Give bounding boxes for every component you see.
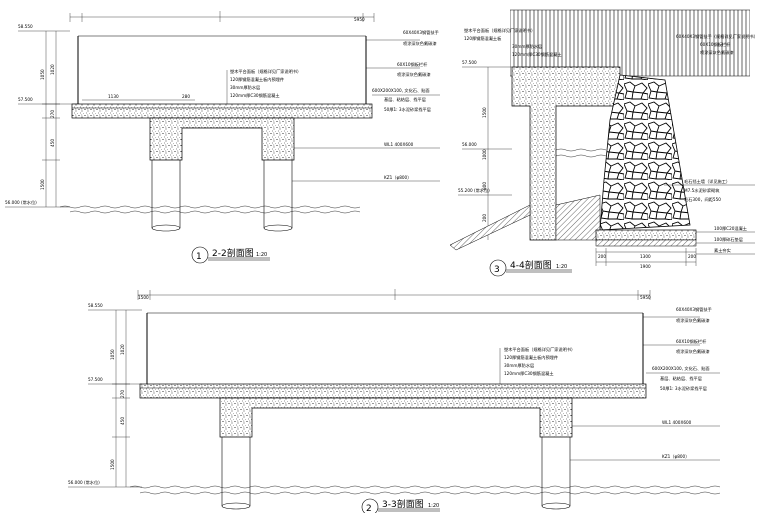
sec44-dim-1500: 1500 — [482, 107, 487, 118]
sec22-scale: 1:20 — [256, 252, 267, 258]
sec33-note-deck4: 120mm厚C30钢筋混凝土 — [504, 370, 554, 377]
sec22-note-beam3: 50厚1: 3水泥砂浆找平层 — [384, 106, 431, 113]
sec33-note-beam2: 基层、粘结层、找平层 — [660, 375, 702, 382]
sec33-note-deck1: 塑木平台面板（规格详见厂家说明书） — [504, 346, 575, 353]
sec44-level-top: 57.500 — [462, 60, 477, 65]
sec22-title-num: 1 — [196, 252, 202, 262]
sec22-dim-1130: 1130 — [108, 94, 119, 99]
sec22-dim-1020: 1020 — [50, 64, 55, 75]
sec33-dim-450: 450 — [120, 417, 125, 425]
sec22-title: 2-2剖面图 — [212, 247, 254, 259]
sec33-dim-1020: 1020 — [120, 344, 125, 355]
section-3-3: 1500 5950 58.550 57.500 56.000 (常水位) 105… — [68, 289, 721, 513]
sec44-note-top1: 塑木平台面板（规格详见厂家说明书） — [464, 27, 535, 34]
sec44-dim-800: 800 — [482, 182, 487, 190]
sec44-note-base2: 100厚碎石垫层 — [714, 236, 743, 243]
sec44-note-top3: 30mm厚防水层 — [512, 43, 542, 50]
sec44-dim-1000: 1000 — [482, 149, 487, 160]
sec33-note-beam3: 50厚1: 3水泥砂浆找平层 — [660, 385, 707, 392]
sec44-note-right1: 60X40X3钢管扶手（规格详见厂家说明书） — [676, 33, 758, 40]
sec33-note-post2: 喷涂深灰色氟碳漆 — [676, 348, 710, 355]
sec33-note-kz: KZ1（φ800） — [662, 454, 689, 459]
section-4-4: 57.500 56.000 55.200 (常水位) 1500 1000 800… — [449, 9, 758, 277]
sec33-note-post: 60X10钢板栏杆 — [676, 338, 707, 345]
sec44-title-num: 3 — [494, 265, 500, 275]
sec44-note-base3: 素土夯实 — [714, 247, 731, 254]
sec44-dim-b3: 200 — [688, 254, 696, 259]
sec22-level-top: 58.550 — [18, 24, 33, 29]
sec22-dim-450: 450 — [50, 139, 55, 147]
section-2-2: 5950 58.550 57.500 56.000 (常水位) 1050 102… — [5, 11, 440, 264]
sec33-scale: 1:20 — [428, 503, 439, 509]
sec22-dim-1050: 1050 — [40, 69, 45, 80]
sec44-dim-b4: 1900 — [640, 264, 651, 269]
sec22-dim-270: 270 — [50, 110, 55, 118]
sec33-dim-right: 5950 — [640, 295, 651, 300]
sec22-note-rail: 60X40X3钢管扶手 — [403, 29, 439, 36]
sec33-dim-bottom: 1500 — [110, 459, 115, 470]
sec33-dim-1050: 1050 — [110, 349, 115, 360]
sec22-level-mid: 57.500 — [18, 97, 33, 102]
sec33-level-bot: 56.000 (常水位) — [68, 479, 100, 486]
sec44-title: 4-4剖面图 — [510, 259, 552, 271]
sec33-dim-270: 270 — [120, 390, 125, 398]
sec22-dim-280: 280 — [182, 94, 190, 99]
sec22-level-bot: 56.000 (常水位) — [5, 199, 37, 206]
sec44-note-right2: 60X10钢板栏杆 — [700, 41, 731, 48]
sec22-note-deck2: 120厚钢筋混凝土板内预埋件 — [230, 76, 284, 83]
sec33-note-wl: WL1 400X600 — [662, 420, 692, 425]
sec22-dim-top: 5950 — [354, 17, 365, 22]
sec33-title: 3-3剖面图 — [382, 498, 424, 510]
sec22-note-rail2: 喷涂深灰色氟碳漆 — [403, 40, 437, 47]
sec44-note-stone2: M7.5水泥砂浆砌筑 — [684, 187, 720, 194]
sec44-note-stone3: 毛石300，间距550 — [684, 196, 721, 203]
sec33-note-rail2: 喷涂深灰色氟碳漆 — [676, 317, 710, 324]
sec33-dim-left: 1500 — [138, 295, 149, 300]
sec44-level-bot: 55.200 (常水位) — [458, 187, 490, 194]
sec22-note-deck3: 30mm厚防水层 — [230, 84, 260, 91]
sec33-level-top: 58.550 — [88, 303, 103, 308]
sec44-note-right3: 喷涂深灰色氟碳漆 — [700, 49, 734, 56]
sec22-note-deck4: 120mm厚C30钢筋混凝土 — [230, 92, 280, 99]
sec44-dim-b1: 200 — [598, 254, 606, 259]
sec33-note-beam1: 600X200X100, 文化石、贴面 — [652, 365, 710, 372]
sec33-note-deck3: 30mm厚防水层 — [504, 362, 534, 369]
sec44-note-stone1: 毛石挡土墙（详见施工） — [684, 178, 730, 185]
sec44-note-base1: 100厚C20混凝土 — [714, 225, 747, 232]
sec22-note-post2: 喷涂深灰色氟碳漆 — [397, 71, 431, 78]
sec44-note-top2: 120厚钢筋混凝土板 — [464, 35, 502, 42]
sec33-title-num: 2 — [366, 504, 372, 513]
sec22-note-post: 60X10钢板栏杆 — [397, 61, 428, 68]
sec22-note-deck1: 塑木平台面板（规格详见厂家说明书） — [230, 68, 301, 75]
sec44-dim-b2: 1300 — [640, 254, 651, 259]
sec22-note-wl: WL1 400X600 — [384, 142, 414, 147]
sec33-note-rail: 60X40X3钢管扶手 — [676, 306, 712, 313]
sec22-note-kz: KZ1（φ800） — [384, 175, 411, 180]
sec33-level-mid: 57.500 — [88, 377, 103, 382]
sec44-dim-200: 200 — [482, 214, 487, 222]
sec22-note-beam2: 基层、粘结层、找平层 — [384, 96, 426, 103]
sec33-note-deck2: 120厚钢筋混凝土板内预埋件 — [504, 354, 558, 361]
sec44-level-mid: 56.000 — [462, 142, 477, 147]
sec22-dim-bottom: 1500 — [40, 179, 45, 190]
sec44-note-top4: 120mm厚C30钢筋混凝土 — [512, 51, 562, 58]
sec44-scale: 1:20 — [556, 264, 567, 270]
sec22-note-beam1: 600X200X100, 文化石、贴面 — [372, 87, 430, 94]
